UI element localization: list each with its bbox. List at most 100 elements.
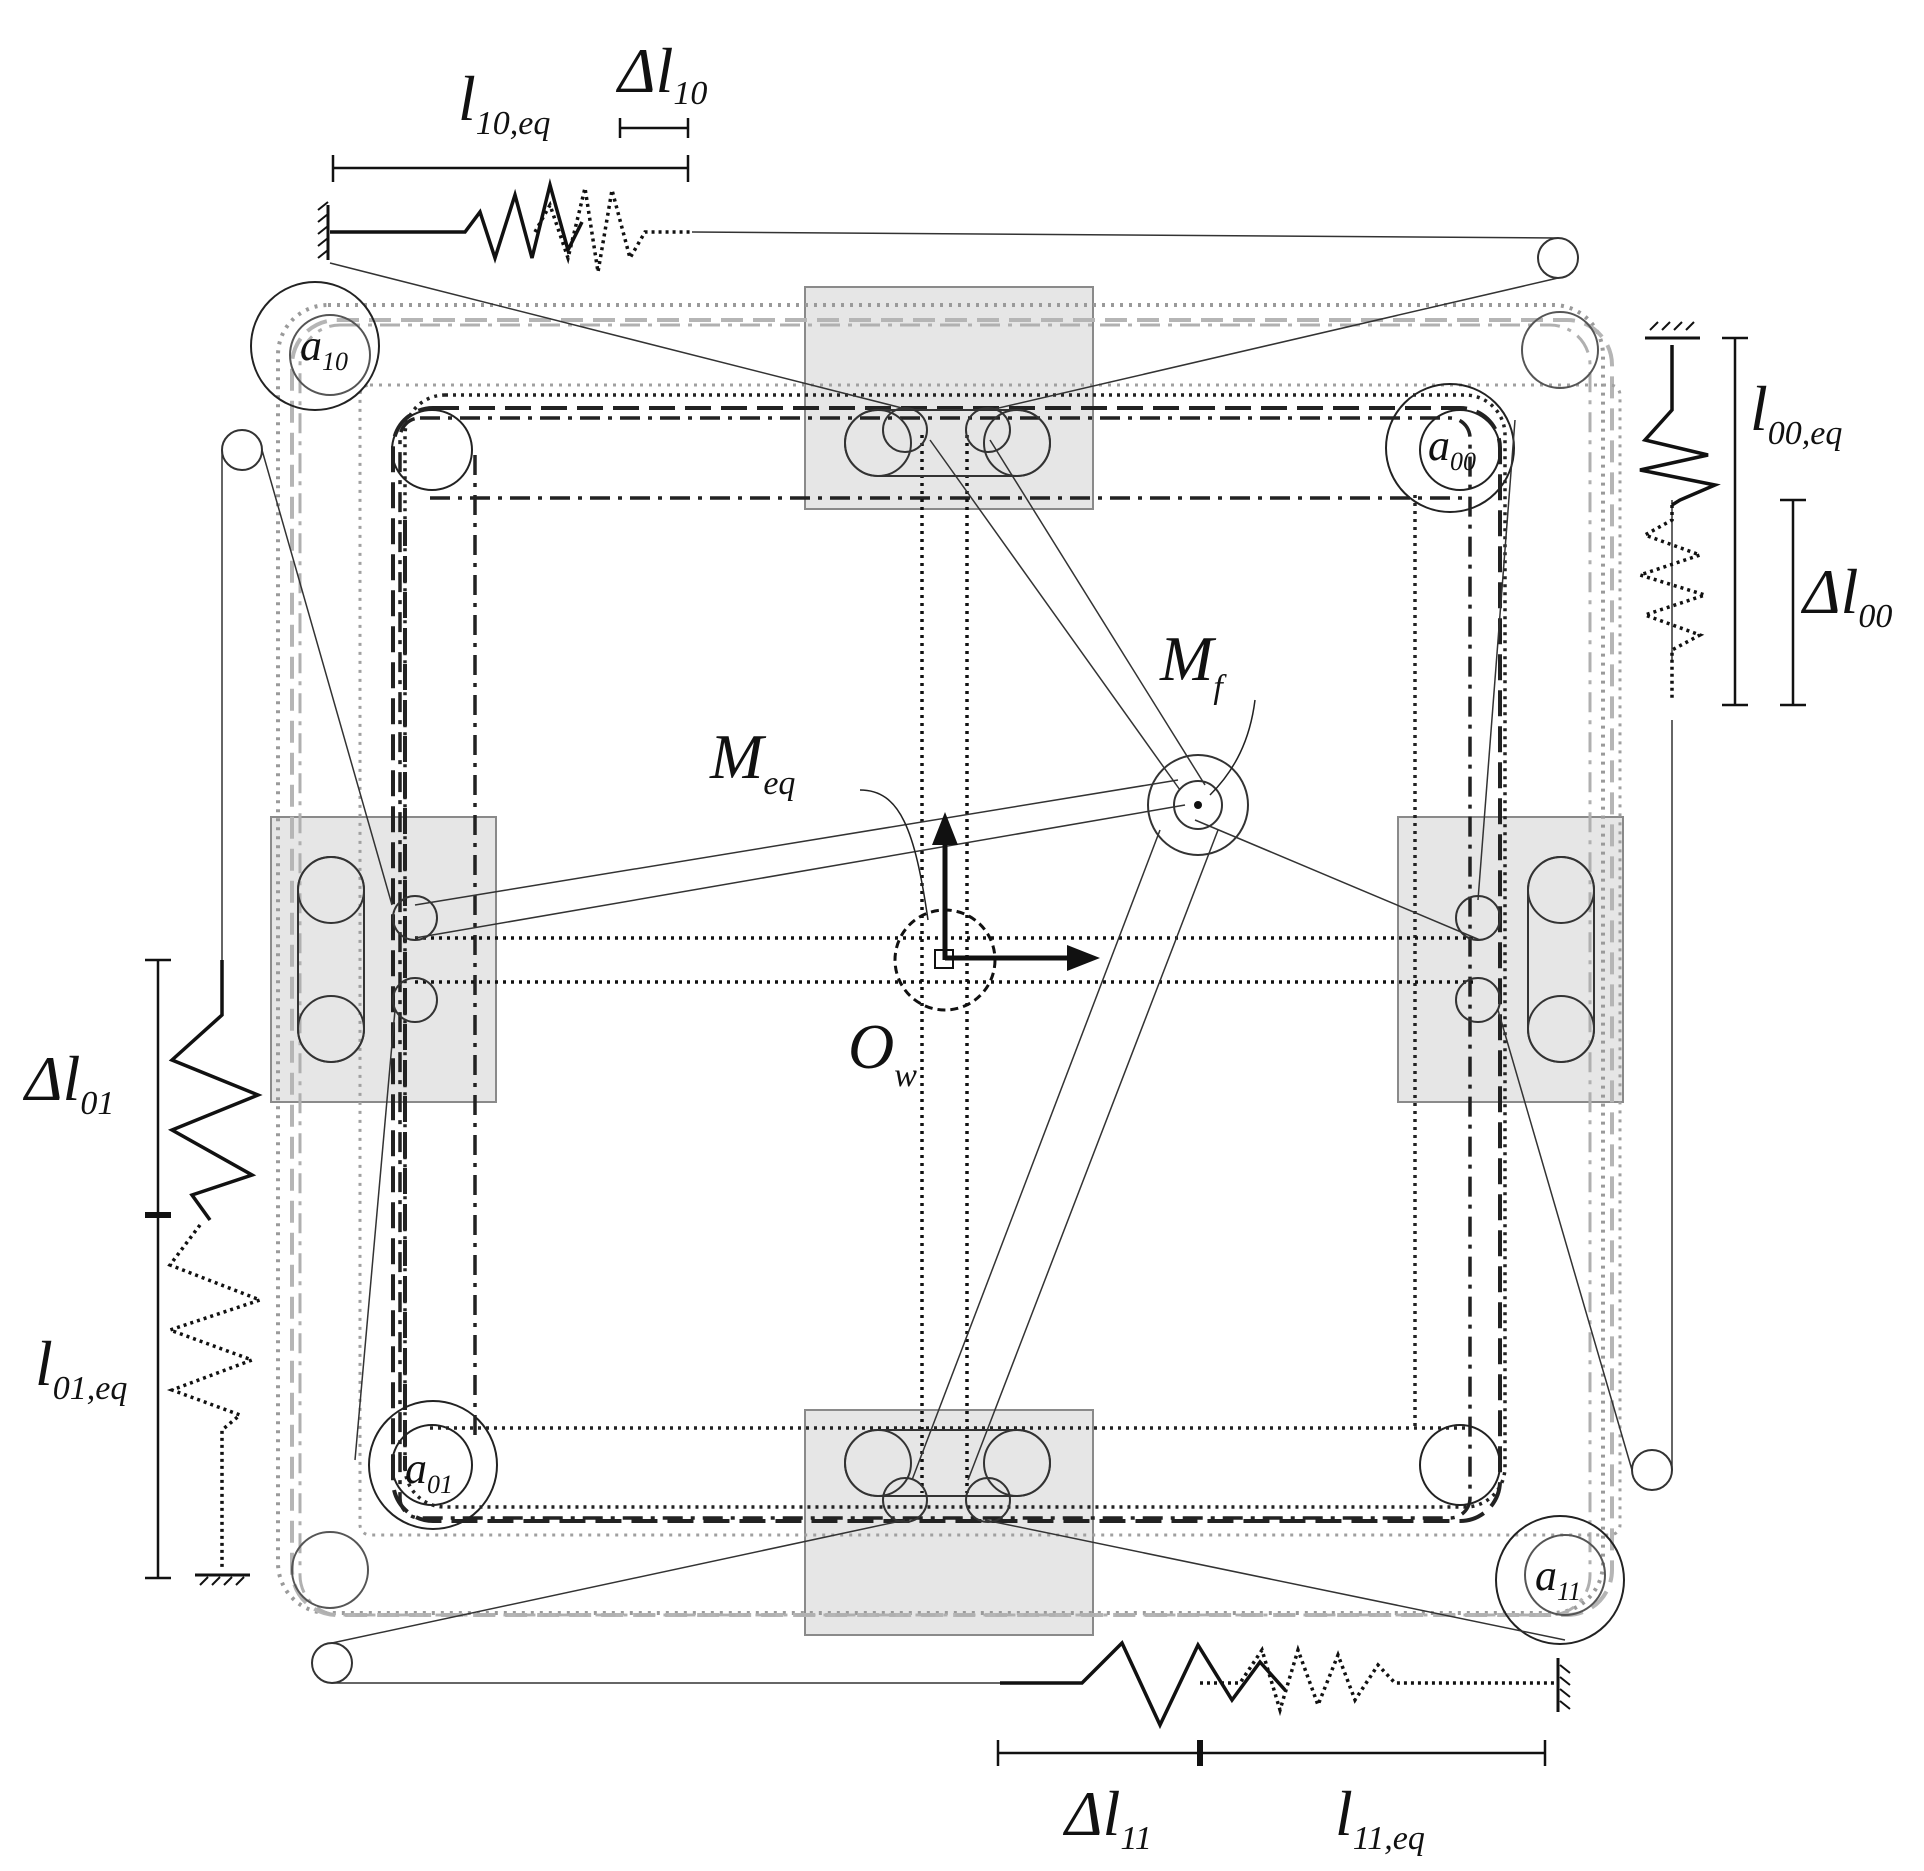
slot-top-c1 [844,409,912,477]
pulley-inner-bl [391,1424,473,1506]
outer-frames [276,303,1622,1617]
circle-a01 [368,1400,498,1530]
slot-left-c2 [297,995,365,1063]
label-l10eq: l10,eq [458,63,550,142]
cable-diag-bot-2 [967,829,1219,1481]
label-dl00: Δl00 [1800,556,1892,635]
cables [221,231,1673,1684]
spring-11-solid [1000,1639,1287,1730]
idler-ext-right-bottom [1631,1449,1673,1491]
spring-10-solid [330,178,584,264]
frame-inner-dashed [391,406,1502,1523]
cable-top-a10 [329,262,911,411]
hatch-11 [1559,1664,1571,1710]
pulley-outer-tr [1521,311,1599,389]
idler-ext-top-right [1537,237,1579,279]
carriages [270,286,1624,1636]
cable-top-spring [691,231,1559,239]
mf-inner-circle [1173,780,1223,830]
labeled-circles [250,281,1625,1645]
idler-left-b [392,977,438,1023]
cable-bot-left [331,1519,906,1644]
label-mf: Mf [1159,623,1227,706]
x-axis-arrowhead [1067,945,1100,971]
mf-outer-circle [1147,754,1249,856]
label-meq: Meq [709,721,795,802]
idler-bot-l [882,1477,928,1523]
label-l01eq: l01,eq [35,1328,127,1407]
idler-ext-bottom-left [311,1642,353,1684]
hatch-10 [317,201,329,259]
leader-lines [859,699,1256,921]
cable-right-a [1194,819,1481,941]
slot-bot-c2 [983,1429,1051,1497]
circle-a11 [1495,1515,1625,1645]
pulley-outer-bl [291,1531,369,1609]
label-l00eq: l00,eq [1750,373,1842,452]
spring-00-solid [1639,345,1721,507]
cable-diag-1 [929,439,1181,791]
cable-right-c [1497,1009,1633,1471]
slot-left-c1 [297,856,365,924]
outer-corner-pulleys [289,311,1606,1616]
frame-outer-dashdot [298,323,1592,1617]
label-a11: a11 [1535,1551,1581,1606]
pulley-a11-inner [1524,1534,1606,1616]
label-dl10: Δl10 [615,35,707,112]
frame-middle-dotted [358,383,1622,1537]
spring-11-dotted [1200,1644,1555,1717]
ground-hatch-marks [199,201,1695,1710]
labels: a10 a00 a01 a11 l10,eq Δl10 l00,eq Δl00 … [22,35,1892,1857]
mf-pulley [1147,754,1249,856]
circle-a00 [1385,383,1515,513]
label-a00: a00 [1428,421,1476,476]
meq-leader [859,789,929,921]
circle-a10 [250,281,380,411]
cable-left-c [354,1009,396,1461]
hatch-00 [1649,321,1695,331]
label-dl01: Δl01 [22,1043,114,1122]
label-a01: a01 [405,1444,453,1499]
frame-inner-dashdot [398,416,1472,1520]
spring-01-solid [167,960,263,1222]
frame-outer-dotted [276,303,1605,1615]
cable-mid-1 [414,804,1186,939]
carriage-slots [297,409,1595,1497]
slot-right-c2 [1527,995,1595,1063]
hatch-01 [199,1576,245,1586]
label-dl11: Δl11 [1062,1778,1152,1857]
label-a10: a10 [300,321,348,376]
label-l11eq: l11,eq [1335,1778,1425,1857]
y-axis-arrowhead [932,812,958,845]
dimension-lines [145,118,1806,1766]
idler-top-r [965,407,1011,453]
central-cross [415,435,1473,1493]
origin-frame [893,812,1100,1012]
cable-top-r [989,277,1559,411]
spring-10-dotted [533,187,692,273]
carriage-left [270,816,497,1103]
cable-mid-2 [414,779,1179,906]
pulley-inner-tl [391,409,473,491]
idler-ext-left-top [221,429,263,471]
slot-top-c2 [983,409,1051,477]
cable-diag-bot-1 [911,829,1161,1481]
cable-right-b [1477,419,1516,901]
inner-corner-pulleys [391,409,1501,1506]
spring-00-dotted [1634,505,1711,700]
mf-leader [1209,699,1256,796]
frame-outer-dashed [290,318,1614,1617]
pulley-a10-inner [289,314,371,396]
slot-bot-c1 [844,1429,912,1497]
label-ow: Ow [848,1011,917,1094]
pulley-inner-br [1419,1424,1501,1506]
cable-diag-2 [989,439,1206,786]
idler-left-t [392,895,438,941]
springs [164,178,1721,1730]
pulley-inner-tr [1419,409,1501,491]
cable-left-b [261,449,393,906]
slot-right-c1 [1527,856,1595,924]
cable-bot-right [984,1519,1566,1641]
